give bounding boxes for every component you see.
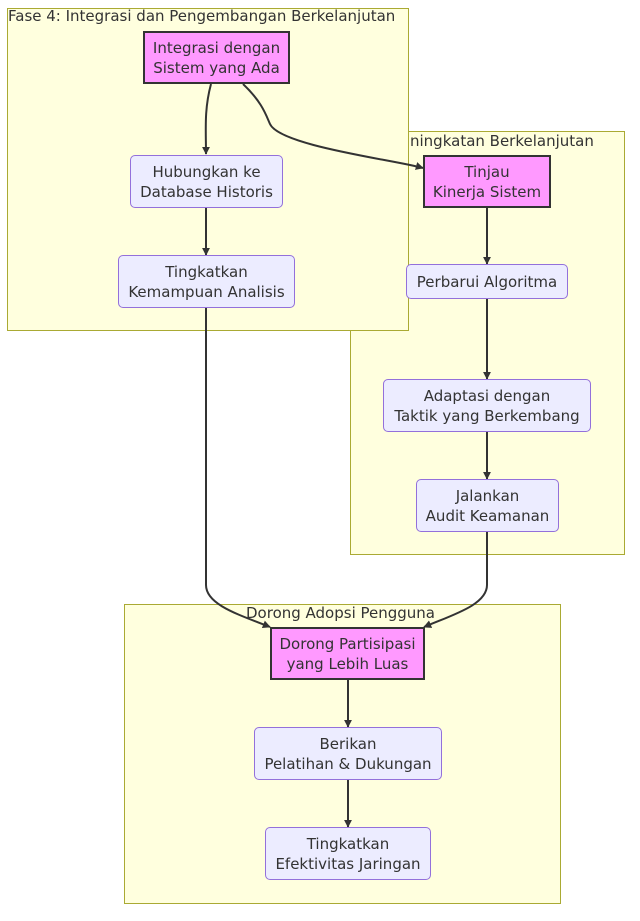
node-training-support[interactable]: Berikan Pelatihan & Dukungan — [254, 727, 442, 780]
cluster-label-user-adoption: Dorong Adopsi Pengguna — [246, 604, 436, 622]
node-improve-analysis[interactable]: Tingkatkan Kemampuan Analisis — [118, 255, 295, 308]
edge-integrate-to-connect-db — [201, 83, 212, 155]
node-network-effectiveness[interactable]: Tingkatkan Efektivitas Jaringan — [265, 827, 431, 880]
node-encourage-participation[interactable]: Dorong Partisipasi yang Lebih Luas — [270, 627, 425, 680]
cluster-label-continuous-improvement: ningkatan Berkelanjutan — [410, 132, 594, 150]
node-label: Tinjau Kinerja Sistem — [432, 162, 542, 201]
node-adapt-tactics[interactable]: Adaptasi dengan Taktik yang Berkembang — [383, 379, 591, 432]
node-update-algorithm[interactable]: Perbarui Algoritma — [406, 264, 568, 299]
node-label: Integrasi dengan Sistem yang Ada — [152, 38, 281, 77]
node-integrate-existing-systems[interactable]: Integrasi dengan Sistem yang Ada — [143, 31, 290, 84]
edge-improve-analysis-to-participation — [205, 308, 271, 629]
node-label: Tingkatkan Kemampuan Analisis — [128, 262, 285, 301]
node-label: Tingkatkan Efektivitas Jaringan — [275, 834, 421, 873]
node-label: Jalankan Audit Keamanan — [425, 486, 550, 525]
node-label: Dorong Partisipasi yang Lebih Luas — [279, 634, 416, 673]
node-label: Hubungkan ke Database Historis — [140, 162, 273, 201]
edge-integrate-to-review — [242, 83, 424, 170]
cluster-label-phase-4: Fase 4: Integrasi dan Pengembangan Berke… — [8, 7, 396, 25]
node-label: Perbarui Algoritma — [416, 272, 558, 291]
node-security-audit[interactable]: Jalankan Audit Keamanan — [416, 479, 559, 532]
node-connect-historical-database[interactable]: Hubungkan ke Database Historis — [130, 155, 283, 208]
node-label: Adaptasi dengan Taktik yang Berkembang — [394, 386, 580, 425]
node-label: Berikan Pelatihan & Dukungan — [264, 734, 432, 773]
edge-audit-to-participation — [423, 532, 488, 628]
node-review-system-performance[interactable]: Tinjau Kinerja Sistem — [423, 155, 551, 208]
